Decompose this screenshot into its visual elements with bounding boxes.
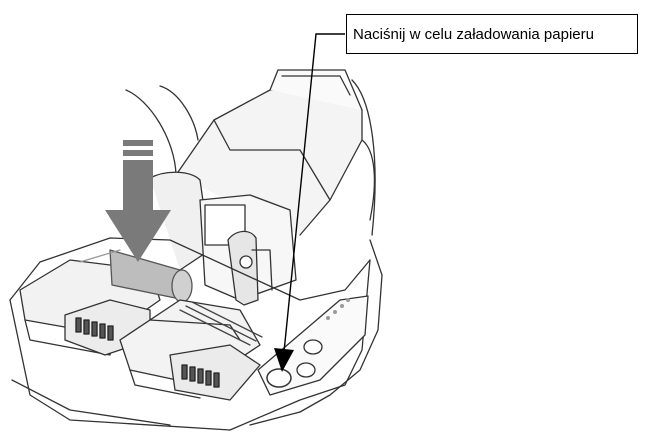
paper-roll — [79, 249, 193, 303]
callout-leader-line — [283, 33, 345, 353]
callout-label: Naciśnij w celu załadowania papieru — [353, 25, 594, 43]
printer-cover — [125, 69, 376, 236]
arrow-pointer-icon — [274, 348, 294, 372]
down-arrow-icon — [105, 140, 171, 262]
print-mechanism-right — [119, 299, 263, 401]
paper-feed-button[interactable] — [266, 368, 292, 388]
paper-holder — [149, 171, 297, 306]
callout-label-box: Naciśnij w celu załadowania papieru — [346, 14, 638, 54]
